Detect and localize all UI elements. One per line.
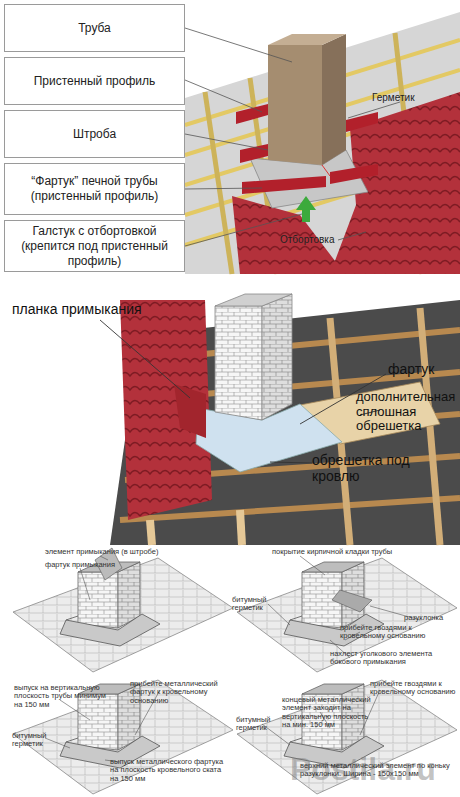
callout-label: нахлест уголкового элемента бокового при… xyxy=(330,650,458,667)
callout-label: концевый металлический элемент заходит н… xyxy=(282,696,378,730)
callout-label: элемент примыкания (в штробе) xyxy=(45,548,175,556)
box-text: Галстук с отбортовкой (крепится под прис… xyxy=(11,224,178,269)
callout-label: Герметик xyxy=(372,92,442,103)
callout-label: разуклонка xyxy=(404,614,460,622)
callout-label: выпуск на вертикальную плоскость трубы м… xyxy=(14,684,112,709)
callout-label: битумный герметик xyxy=(236,716,286,733)
callout-label: Отбортовка xyxy=(280,234,350,245)
callout-label: прибейте гвоздями к кровельному основани… xyxy=(340,624,458,641)
callout-label: верхний металлический элемент по коньку … xyxy=(300,762,458,779)
callout-label: выпуск металлического фартука на плоскос… xyxy=(110,758,230,783)
callout-label: фартук xyxy=(388,362,458,378)
label-box: Труба xyxy=(4,4,185,52)
callout-label: фартук примыкания xyxy=(45,561,140,569)
callout-label: битумный герметик xyxy=(12,732,60,749)
box-text: Труба xyxy=(78,21,111,36)
callout-label: прибейте металлический фартук к кровельн… xyxy=(130,680,230,705)
label-box: Пристенный профиль xyxy=(4,57,185,105)
callout-label: дополнительная сплошная обрешетка xyxy=(356,390,460,434)
callout-label: обрешетка под кровлю xyxy=(312,453,458,484)
callout-label: планка примыкания xyxy=(12,302,162,318)
box-text: Штроба xyxy=(73,127,116,142)
box-text: Пристенный профиль xyxy=(34,74,156,89)
box-text: “Фартук” печной трубы (пристенный профил… xyxy=(11,174,178,204)
callout-label: битумный герметик xyxy=(232,596,282,613)
label-box: “Фартук” печной трубы (пристенный профил… xyxy=(4,163,185,215)
callout-label: прибейте гвоздями к кровельному основани… xyxy=(370,680,458,697)
label-box: Галстук с отбортовкой (крепится под прис… xyxy=(4,220,185,272)
callout-label: покрытие кирпичной кладки трубы xyxy=(272,548,432,556)
label-box: Штроба xyxy=(4,110,185,158)
